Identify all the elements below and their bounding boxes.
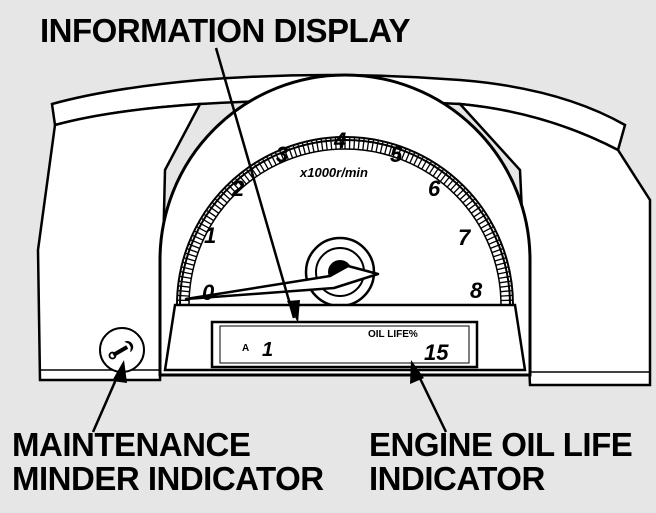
tach-tick [353, 137, 356, 150]
tach-number-3: 3 [276, 142, 288, 167]
tach-tick [188, 243, 200, 250]
tachometer-tick-band [176, 136, 514, 306]
tach-tick [193, 230, 206, 237]
tach-tick [220, 190, 231, 200]
tach-tick [375, 140, 380, 153]
tach-tick [224, 187, 234, 197]
tach-tick [217, 194, 228, 204]
tach-tick [456, 187, 466, 197]
tach-number-7: 7 [458, 225, 472, 250]
tach-tick [446, 177, 456, 188]
odometer-value: 1 [262, 339, 273, 361]
tach-number-0: 0 [202, 280, 215, 305]
tach-tick [200, 217, 212, 225]
tach-tick [490, 243, 502, 250]
oil-life-label: OIL LIFE% [368, 329, 418, 340]
tach-tick [484, 230, 497, 237]
tach-tick [497, 270, 510, 275]
tach-tick [292, 144, 298, 157]
tach-tick [453, 184, 463, 194]
tach-tick [184, 252, 197, 258]
tach-tick [478, 217, 490, 225]
tach-tick [450, 180, 460, 191]
information-display-callout: INFORMATION DISPLAY [40, 12, 411, 49]
information-display-screen [210, 320, 479, 369]
information-display-leader [214, 47, 296, 319]
tach-tick [180, 270, 193, 275]
engine-oil-life-line-2: INDICATOR [369, 459, 545, 497]
information-display-text: INFORMATION DISPLAY [40, 12, 411, 49]
tach-tick [234, 177, 244, 188]
tach-number-6: 6 [428, 176, 441, 201]
tach-tick [270, 153, 277, 166]
tach-number-1: 1 [204, 223, 216, 248]
tach-tick [227, 184, 237, 194]
tach-tick [493, 252, 506, 258]
tach-number-2: 2 [231, 176, 245, 201]
tach-tick [462, 194, 473, 204]
wrench-icon [108, 341, 134, 360]
tach-number-4: 4 [333, 128, 346, 153]
tach-tick [400, 148, 407, 160]
maintenance-minder-line-1: MAINTENANCE [12, 426, 251, 463]
gauge-housing [158, 73, 532, 377]
tach-tick [413, 153, 420, 166]
tach-tick [230, 180, 240, 191]
tach-unit-label: x1000r/min [299, 165, 368, 180]
tach-tick [425, 160, 433, 172]
tach-tick [392, 144, 398, 157]
tach-number-8: 8 [470, 278, 483, 303]
tachometer-needle [184, 264, 380, 301]
engine-oil-life-line-1: ENGINE OIL LIFE [369, 426, 633, 463]
maintenance-minder-line-2: MINDER INDICATOR [12, 459, 324, 497]
tach-tick [459, 190, 470, 200]
tach-band-outer [176, 136, 514, 306]
tach-band-inner [188, 148, 502, 306]
tach-tick [283, 148, 290, 160]
engine-oil-life-callout: ENGINE OIL LIFE INDICATOR [369, 426, 633, 497]
tach-tick [310, 140, 315, 153]
tach-tick [500, 294, 513, 297]
tach-tick [177, 294, 190, 297]
oil-life-value: 15 [424, 340, 449, 365]
trip-label: A [242, 343, 249, 354]
tach-tick [257, 160, 265, 172]
maintenance-minder-callout: MAINTENANCE MINDER INDICATOR [12, 428, 324, 495]
tach-number-5: 5 [390, 142, 403, 167]
tachometer-face [179, 139, 511, 306]
